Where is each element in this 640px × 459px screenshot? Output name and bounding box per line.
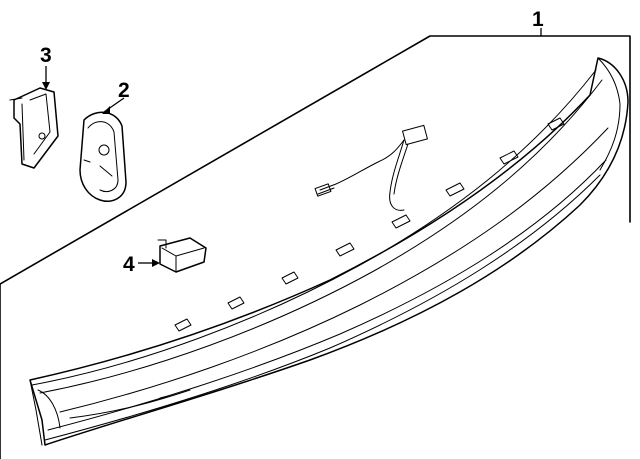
arrowhead-4 [152, 259, 160, 267]
callout-4: 4 [123, 253, 135, 276]
leader-lines [42, 28, 542, 267]
assembly-frame [0, 35, 631, 459]
callout-3: 3 [40, 44, 52, 67]
arrowhead-3 [42, 82, 50, 90]
part-4-connector [157, 237, 207, 273]
part-1-garnish-bar [29, 57, 629, 446]
callout-2: 2 [118, 79, 130, 102]
part-3-bracket [9, 87, 59, 169]
callout-1: 1 [532, 8, 544, 31]
part-2-lamp-housing [79, 111, 127, 202]
arrowhead-2 [102, 106, 110, 114]
